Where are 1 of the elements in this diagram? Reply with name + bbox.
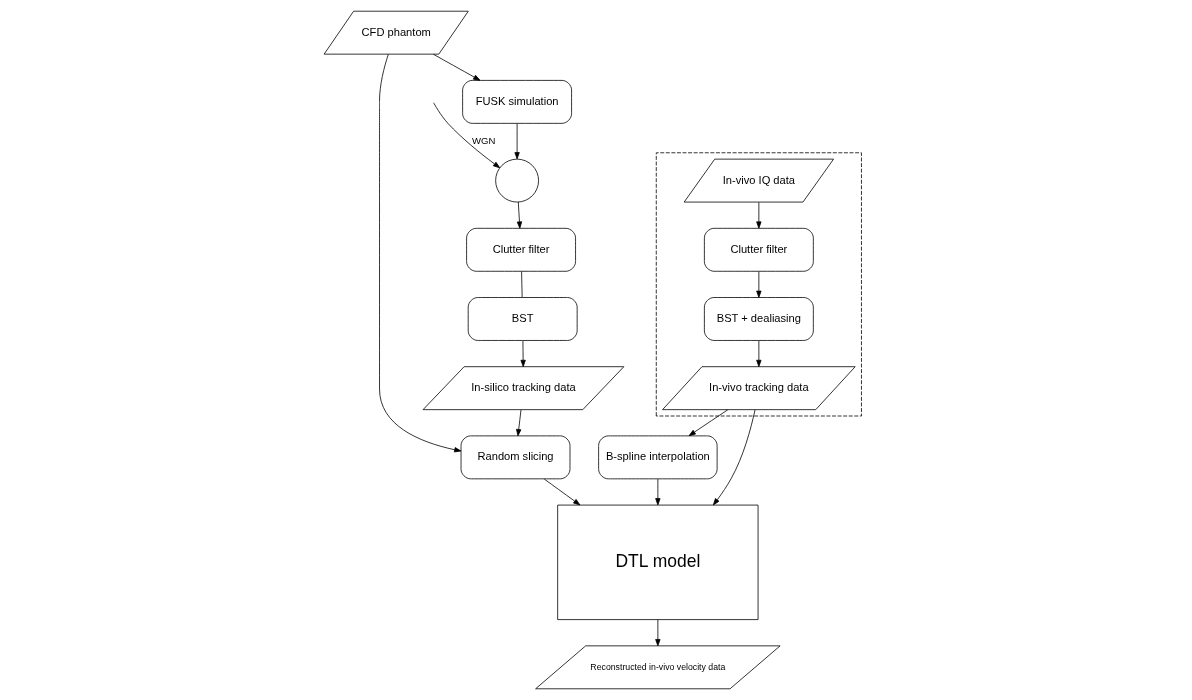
edge-label: WGN (472, 134, 496, 146)
